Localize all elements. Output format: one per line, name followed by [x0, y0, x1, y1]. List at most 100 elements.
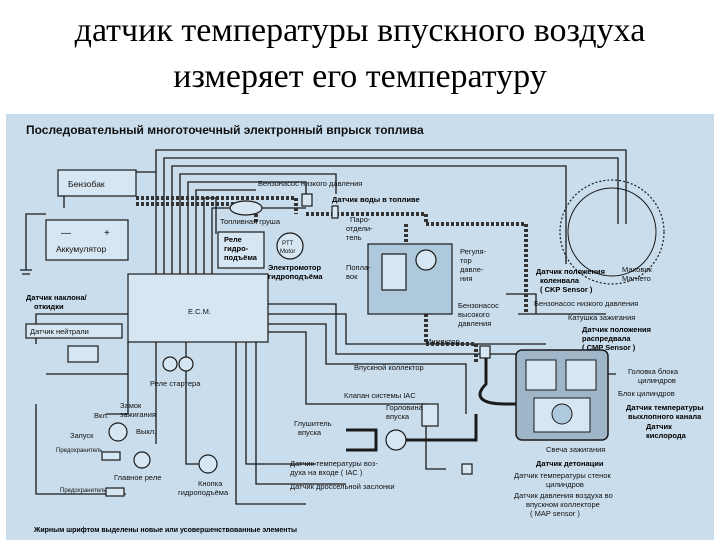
starter-relay-contact-icon [178, 356, 194, 372]
iat-sensor-label-1: Датчик температуры воз- [290, 459, 378, 468]
neutral-sensor-label: Датчик нейтрали [30, 327, 89, 336]
oxygen-sensor-label-2: кислорода [646, 431, 687, 440]
ptt-motor-text-1: PTT [282, 241, 294, 247]
silencer-label-1: Глушитель [294, 419, 332, 428]
starter-relay-label: Реле стартера [150, 379, 201, 388]
ptt-motor [276, 232, 304, 260]
ptt-motor-label-1: Электромотор [268, 263, 321, 272]
throttle-body [385, 429, 407, 451]
regulator-label-1: Регуля- [460, 247, 487, 256]
map-sensor-label-2: впускном коллекторе [526, 500, 600, 509]
intake-throat-label-1: Горловина [386, 403, 424, 412]
crank-sensor-label-1: Датчик положения [536, 267, 605, 276]
iat-sensor-label-2: духа на входе ( IAC ) [290, 468, 363, 477]
vapor-separator-label-1: Паро- [350, 215, 371, 224]
battery [45, 219, 129, 261]
exhaust-temp-label-1: Датчик температуры [626, 403, 704, 412]
trim-relay-label-3: подъёма [224, 253, 258, 262]
cmp-sensor-label-2: распредвала [582, 334, 631, 343]
slide-title-line-2: измеряет его температуру [173, 58, 547, 95]
efi-diagram: Последовательный многоточечный электронн… [20, 123, 704, 534]
regulator-label-4: ния [460, 274, 472, 283]
battery-label: Аккумулятор [56, 244, 106, 254]
flywheel-label-2: Магнето [622, 274, 651, 283]
iac-valve-label: Клапан системы IAC [344, 391, 416, 400]
wire-bundle-right [235, 293, 616, 505]
fuel-tank [57, 169, 137, 197]
trim-relay-label-2: гидро- [224, 244, 249, 253]
ignition-off-label: Выкл. [136, 427, 156, 436]
flywheel-label-1: Маховик [622, 265, 653, 274]
crank-sensor-label-2: коленвала [540, 276, 580, 285]
main-relay-icon [133, 451, 151, 469]
cmp-sensor-label-1: Датчик положения [582, 325, 651, 334]
tilt-sensor-label-2: откидки [34, 302, 64, 311]
neutral-sensor [25, 323, 123, 339]
tilt-sensor-label-1: Датчик наклона/ [26, 293, 87, 302]
flywheel-inner [567, 187, 657, 277]
exhaust-temp-label-2: выхлопного канала [628, 412, 702, 421]
fuse-label-1: Предохранитель [56, 448, 102, 454]
trim-button-label-1: Кнопка [198, 479, 223, 488]
vapor-separator [367, 243, 453, 315]
regulator-label-3: давле- [460, 265, 484, 274]
intake-throat-label-2: впуска [386, 412, 410, 421]
vapor-separator-label-3: тель [346, 233, 362, 242]
ptt-motor-label-2: гидроподъёма [268, 272, 323, 281]
wire-bundle-top [155, 149, 627, 274]
ignition-coil-label: Катушка зажигания [568, 313, 635, 322]
ignition-start-label: Запуск [70, 431, 94, 440]
map-sensor-label-1: Датчик давления воздуха во [514, 491, 613, 500]
vapor-separator-label-2: отдели- [346, 224, 373, 233]
oxygen-sensor-label-1: Датчик [646, 422, 672, 431]
ignition-on-label: Вкл. [94, 411, 109, 420]
trim-relay-label-1: Реле [224, 235, 242, 244]
intake-pipe [478, 358, 516, 406]
wall-temp-label-1: Датчик температуры стенок [514, 471, 611, 480]
fuse-label-2: Предохранитель [60, 488, 106, 494]
high-pressure-pump-label-1: Бензонасос [458, 301, 499, 310]
float-label-2: вок [346, 272, 358, 281]
silencer-label-2: впуска [298, 428, 322, 437]
slide-title-line-1: датчик температуры впускного воздуха [74, 12, 646, 49]
injector-icon [479, 345, 491, 359]
ground-icon [20, 264, 32, 275]
ecm [127, 273, 269, 343]
iac-valve [421, 403, 439, 427]
fuse-2-icon [105, 487, 125, 497]
neutral-switch [67, 345, 99, 363]
ecm-label: E.C.M. [188, 307, 211, 316]
fuse-1-icon [101, 451, 121, 461]
injector-label: Инжектор [426, 337, 460, 346]
intake-manifold-label: Впускной коллектор [354, 363, 424, 372]
trim-button-icon [198, 454, 218, 474]
intake-duct [406, 414, 478, 442]
trim-relay [217, 231, 265, 269]
trim-button-label-2: гидроподъёма [178, 488, 229, 497]
battery-minus-icon: — [61, 228, 71, 239]
starter-relay-coil-icon [162, 356, 178, 372]
battery-plus-icon: + [104, 228, 110, 239]
diagram-footer: Жирным шрифтом выделены новые или усовер… [33, 527, 297, 534]
water-sensor [331, 205, 339, 219]
cmp-sensor-label-3: ( CMP Sensor ) [582, 343, 636, 352]
efi-diagram-panel: Последовательный многоточечный электронн… [6, 114, 714, 540]
ptt-motor-text-2: Motor [280, 249, 295, 255]
water-sensor-label: Датчик воды в топливе [332, 195, 420, 204]
knock-sensor-label: Датчик детонации [536, 459, 604, 468]
high-pressure-pump-label-2: высокого [458, 310, 490, 319]
wall-temp-label-2: цилиндров [546, 480, 584, 489]
float-label-1: Попла- [346, 263, 371, 272]
low-pressure-pump-right-label: Бензонасос низкого давления [534, 299, 638, 308]
crank-sensor-label-3: ( CKP Sensor ) [540, 285, 593, 294]
high-pressure-pump-label-3: давления [458, 319, 491, 328]
cylinder-head-label-1: Головка блока [628, 367, 679, 376]
slide-title: датчик температуры впускного воздуха изм… [0, 8, 720, 100]
main-relay-label: Главное реле [114, 473, 161, 482]
cylinder-head-label-2: цилиндров [638, 376, 676, 385]
ignition-lock-icon [108, 422, 128, 442]
pressure-regulator [415, 249, 437, 271]
map-sensor-label-3: ( MAP sensor ) [530, 509, 580, 518]
fuel-bulb-label: Топливная груша [220, 217, 281, 226]
throttle-sensor-label: Датчик дроссельной заслонки [290, 482, 395, 491]
